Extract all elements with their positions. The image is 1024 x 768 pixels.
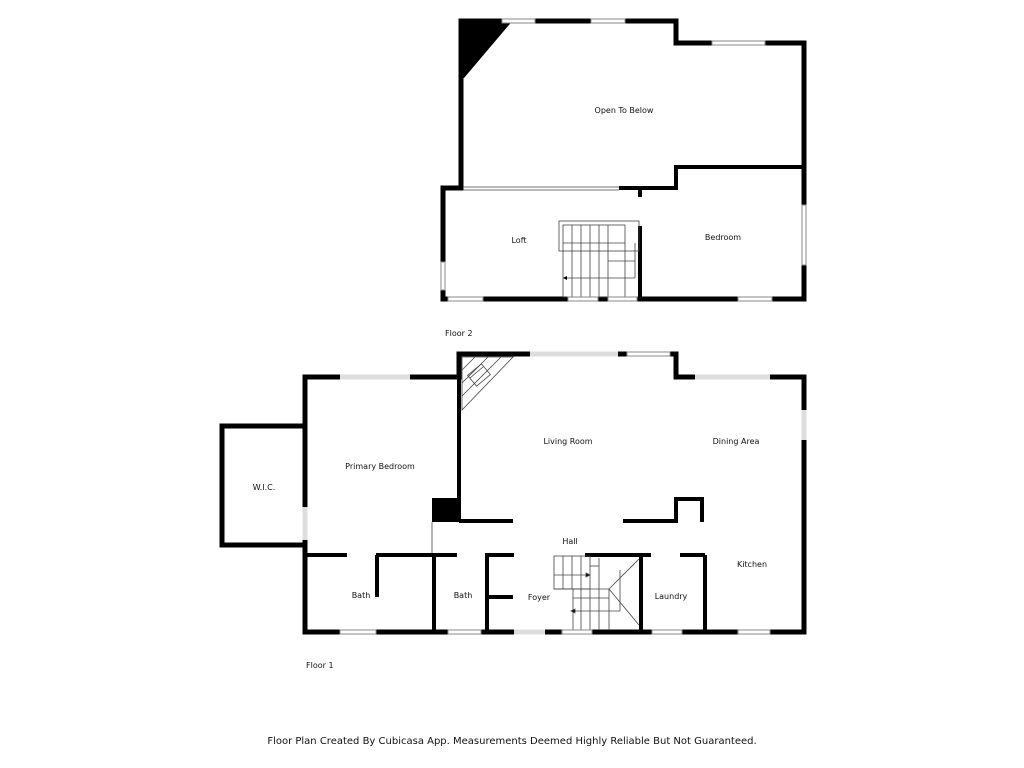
room-label-primary-bedroom: Primary Bedroom — [345, 462, 415, 471]
room-label-loft: Loft — [511, 236, 526, 245]
room-label-laundry: Laundry — [655, 592, 688, 601]
floor-1-exterior-wall — [302, 351, 807, 635]
room-label-bath-1: Bath — [352, 591, 371, 600]
room-label-wic: W.I.C. — [253, 483, 276, 492]
room-label-hall: Hall — [562, 537, 577, 546]
fireplace-hatch — [461, 356, 502, 397]
room-label-bath-2: Bath — [454, 591, 473, 600]
floor-1-windows — [339, 351, 771, 635]
floor-2-plan: Open To Below Loft Bedroom Floor 2 — [440, 18, 807, 338]
disclaimer-footer: Floor Plan Created By Cubicasa App. Meas… — [267, 736, 757, 747]
fireplace — [461, 356, 514, 411]
wic-wall — [219, 423, 308, 548]
room-label-dining-area: Dining Area — [713, 437, 760, 446]
floor-2-exterior-wall — [440, 18, 807, 302]
floor-1-label: Floor 1 — [306, 661, 334, 670]
floor-1-stairs — [553, 555, 640, 630]
column — [432, 498, 459, 522]
chimney-chamfer — [459, 19, 514, 78]
floor-1-plan: W.I.C. Primary Bedroom Living Room Dinin… — [219, 351, 807, 670]
room-label-open-to-below: Open To Below — [595, 106, 654, 115]
floor-2-stairs — [558, 220, 640, 298]
floor-2-windows — [440, 18, 807, 302]
floor-2-label: Floor 2 — [445, 329, 473, 338]
room-label-kitchen: Kitchen — [737, 560, 767, 569]
room-label-living-room: Living Room — [543, 437, 592, 446]
closet-wall — [485, 553, 514, 634]
room-label-bedroom: Bedroom — [705, 233, 741, 242]
wall — [623, 497, 704, 523]
room-label-foyer: Foyer — [528, 593, 551, 602]
floor-2-interior-wall — [619, 165, 804, 190]
